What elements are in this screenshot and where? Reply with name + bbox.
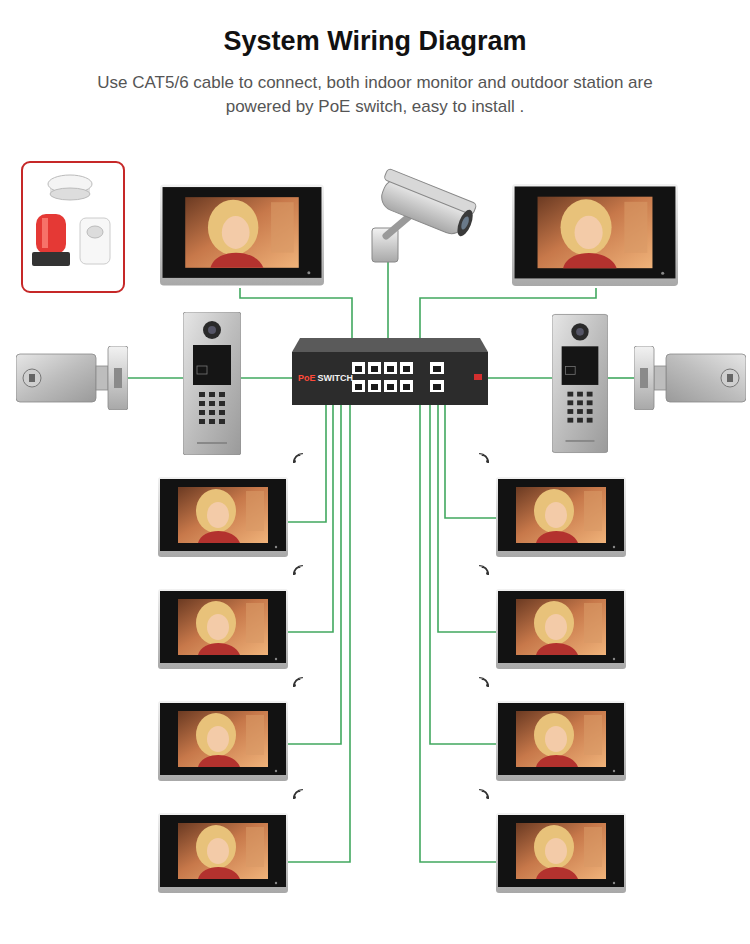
heading-area: System Wiring DiagramUse CAT5/6 cable to… [0,0,750,119]
wifi-icon [293,454,489,799]
cat-cable [126,262,640,862]
diagram-caption: Use CAT5/6 cable to connect, both indoor… [95,71,655,119]
alarm-devices [22,162,124,292]
switch-box: PoESWITCH [292,352,488,405]
node-label-row: PoESWITCH [298,352,353,405]
node-label: PoE [298,374,316,384]
node-label: SWITCH [318,374,354,384]
indoor-monitors [158,477,626,893]
indoor-monitor [512,184,678,286]
electric-lock [634,346,746,410]
outdoor-station [183,312,241,455]
bullet-camera [372,168,479,262]
outdoor-station [552,314,608,452]
indoor-monitor [160,185,324,286]
electric-lock [16,346,128,410]
poe-switch-body [292,338,488,405]
diagram-title: System Wiring Diagram [0,0,750,57]
